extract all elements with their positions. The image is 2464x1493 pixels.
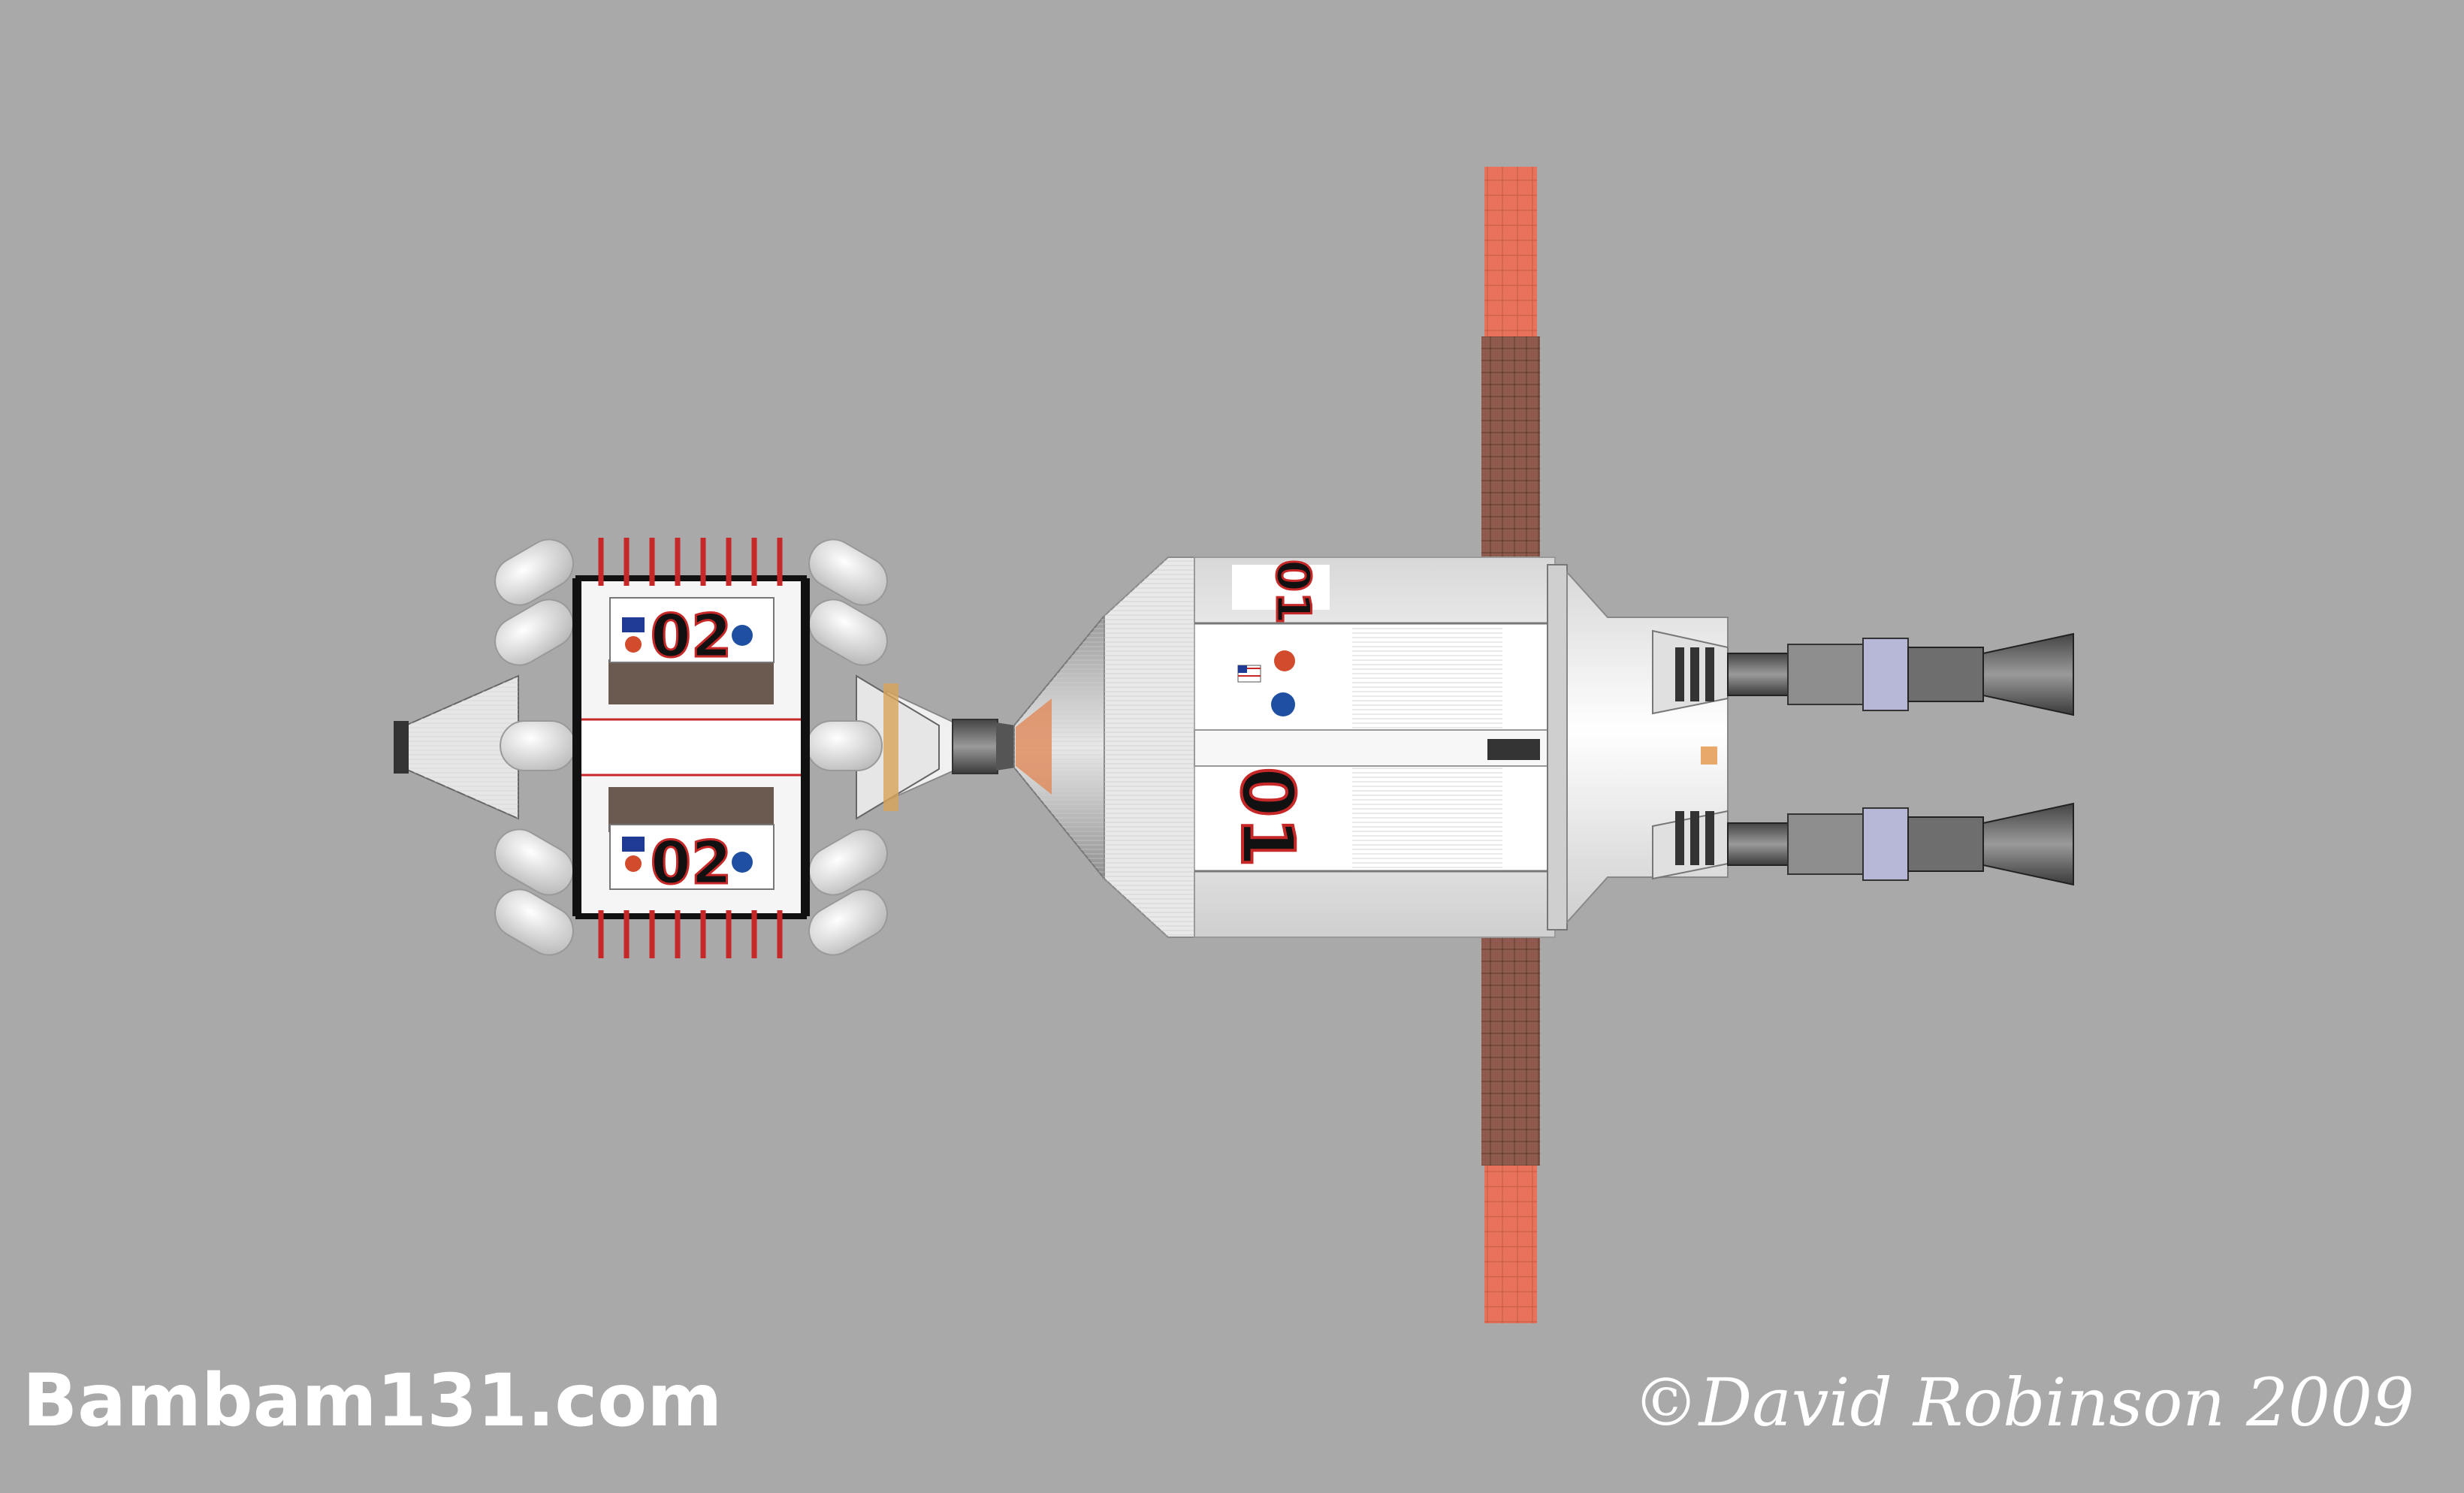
command-module: 01 01: [1013, 556, 1729, 938]
struts-bottom: [598, 910, 783, 958]
fuel-tanks-left: [494, 538, 576, 956]
mission-patch-icon: [625, 855, 642, 872]
solar-array-lower: [1481, 892, 1540, 1323]
svg-text:01: 01: [1266, 559, 1321, 624]
cargo-module: 02 02: [394, 538, 940, 958]
struts-top: [598, 538, 783, 586]
nasa-logo-icon: [732, 852, 753, 873]
svg-text:02: 02: [651, 603, 732, 671]
module-number-02-bottom: 02: [609, 824, 775, 899]
module-number-01-top: 01: [1232, 558, 1330, 626]
site-watermark: Bambam131.com: [23, 1359, 722, 1443]
module-number-01: 01: [1224, 765, 1322, 869]
module-number-02-top: 02: [609, 597, 775, 672]
mission-patch-icon: [625, 636, 642, 653]
solar-array-upper: [1481, 167, 1540, 607]
engine-lower: [1727, 802, 2074, 886]
copyright-watermark: ©David Robinson 2009: [1633, 1364, 2414, 1441]
engine-upper: [1727, 632, 2074, 716]
svg-text:02: 02: [651, 830, 732, 897]
flag-icon: [622, 837, 645, 852]
engine-housing-upper: [1652, 629, 1729, 715]
fuel-tanks-right: [806, 538, 888, 956]
flag-icon: [622, 617, 645, 632]
mission-patch-icon: [1274, 650, 1295, 671]
svg-text:01: 01: [1225, 767, 1309, 867]
nasa-logo-icon: [732, 625, 753, 646]
nasa-logo-icon: [1271, 692, 1295, 716]
